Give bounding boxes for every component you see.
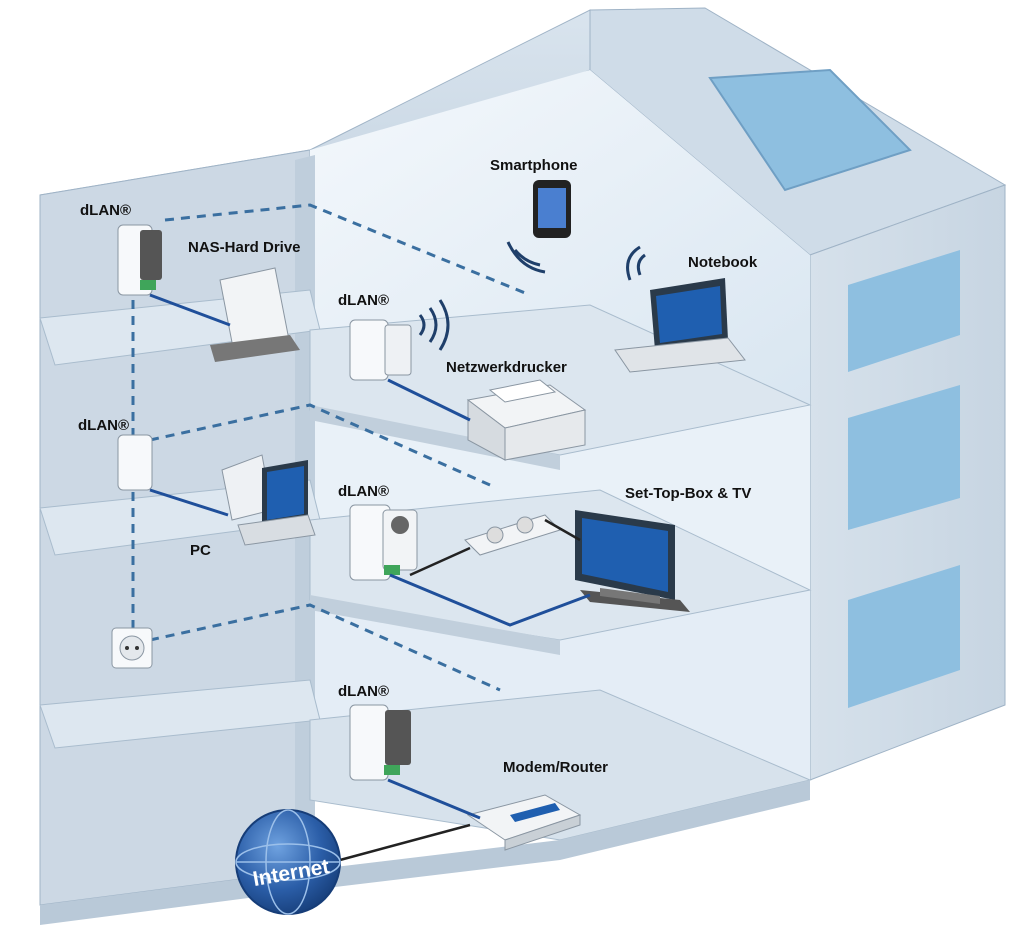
label-nas-hard-drive: NAS-Hard Drive [188,239,301,256]
house-shell [39,7,1007,925]
wall-socket [111,627,153,669]
window-1 [848,250,960,372]
window-2 [848,385,960,530]
cable-modem [387,778,481,820]
label-dlan-pc: dLAN® [78,417,129,434]
label-notebook: Notebook [688,254,758,271]
label-modem-router: Modem/Router [503,759,608,776]
label-dlan-modem: dLAN® [338,683,389,700]
network-printer [466,379,587,461]
label-dlan-printer: dLAN® [338,292,389,309]
powerline-links [131,203,531,692]
label-pc: PC [190,542,211,559]
floor-2-right [309,489,812,641]
base-slab [40,780,810,925]
smartphone [506,180,571,274]
cable-pc [149,488,229,517]
label-netzwerkdrucker: Netzwerkdrucker [446,359,567,376]
label-dlan-tv: dLAN® [338,483,389,500]
internet-globe [235,809,341,915]
pc [221,454,316,546]
skylight [708,68,912,192]
cable-tv-power [409,546,471,577]
dlan-adapter-nas [117,224,162,296]
label-smartphone: Smartphone [490,157,578,174]
dlan-adapter-modem [349,704,411,781]
cable-printer [387,378,471,422]
dlan-adapter-pc [117,434,153,491]
cable-strip-tv [544,518,581,542]
dlan-adapter-printer [349,299,450,381]
set-top-box-tv [575,510,690,612]
dlan-adapter-tv [349,504,418,581]
window-3 [848,565,960,708]
modem-router [466,794,582,851]
cable-tv-data [389,573,591,627]
cable-nas [149,293,231,327]
plc-link-nas [164,203,531,297]
slab-2 [310,595,560,655]
plc-link-pc [149,403,491,487]
cable-internet [339,823,471,862]
label-dlan-nas: dLAN® [80,202,131,219]
floor-1-right [309,304,812,456]
plc-link-socket [149,603,501,692]
notebook [614,245,746,373]
nas-hard-drive [210,267,300,362]
label-set-top-box-tv: Set-Top-Box & TV [625,485,751,502]
